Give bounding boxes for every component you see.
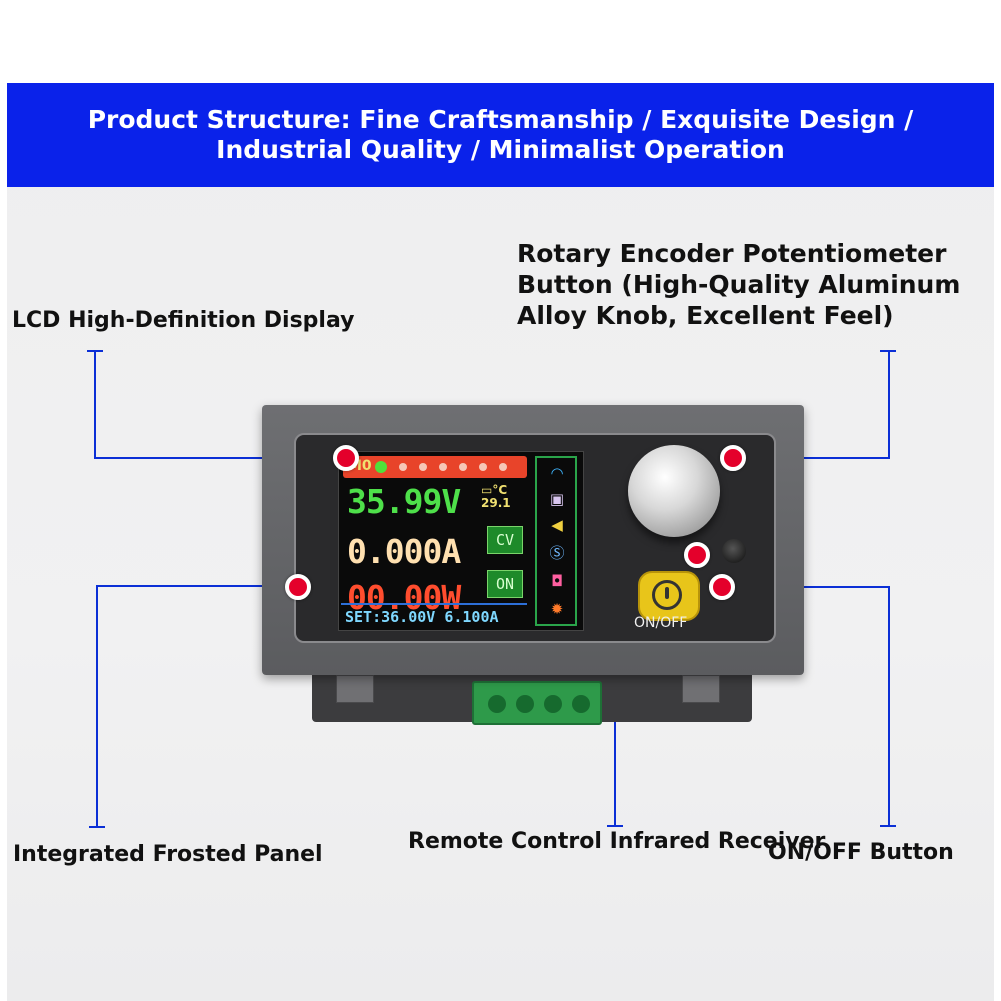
rotary-encoder-knob[interactable]	[628, 445, 720, 537]
temp-value: 29.1	[481, 496, 511, 510]
header-banner: Product Structure: Fine Craftsmanship / …	[7, 83, 994, 187]
callout-ir-receiver: Remote Control Infrared Receiver	[408, 829, 826, 854]
mounting-clip-left	[336, 675, 374, 703]
speaker-icon: ◀	[551, 516, 563, 534]
callout-frosted-panel: Integrated Frosted Panel	[13, 842, 323, 867]
mode-status-badge: CV	[487, 526, 523, 554]
temperature-readout: ▭°C 29.1	[481, 484, 511, 510]
power-readout: 00.00W	[347, 578, 461, 617]
leader-line-panel-horizontal	[96, 585, 296, 587]
marker-lcd	[333, 445, 359, 471]
terminal-screw-3	[544, 695, 562, 713]
user-icon: ▣	[549, 490, 565, 508]
terminal-screw-2	[516, 695, 534, 713]
callout-rotary-encoder: Rotary Encoder Potentiometer Button (Hig…	[517, 239, 961, 330]
leader-line-rotary-vertical	[888, 351, 890, 458]
ir-receiver	[722, 539, 746, 563]
lcd-status-bar: M0	[343, 456, 527, 478]
wifi-icon: ◠	[550, 464, 564, 482]
status-icon-column: ◠ ▣ ◀ Ⓢ ◘ ✹	[535, 456, 577, 626]
leader-line-onoff-vertical	[888, 586, 890, 826]
status-dot	[419, 463, 427, 471]
terminal-screw-1	[488, 695, 506, 713]
power-button-label: ON/OFF	[634, 615, 688, 631]
mounting-clip-right	[682, 675, 720, 703]
leader-line-lcd-horizontal	[94, 457, 346, 459]
setpoint-line: SET:36.00V 6.100A	[341, 603, 527, 627]
leader-line-panel-vertical	[96, 585, 98, 827]
leader-cap-ir	[607, 825, 623, 827]
status-dot	[459, 463, 467, 471]
terminal-block	[472, 681, 602, 725]
marker-ir	[684, 542, 710, 568]
output-status-badge: ON	[487, 570, 523, 598]
lcd-screen: M0 35.99V 0.000A 00.00W ▭°C 29.1 CV	[338, 451, 584, 631]
status-dot	[499, 463, 507, 471]
marker-rotary	[720, 445, 746, 471]
status-dot-active	[375, 461, 387, 473]
status-dot	[399, 463, 407, 471]
temp-unit: °C	[492, 483, 508, 497]
terminal-screw-4	[572, 695, 590, 713]
leader-cap-panel	[89, 826, 105, 828]
callout-on-off-button: ON/OFF Button	[768, 840, 954, 865]
s-icon: Ⓢ	[549, 544, 565, 562]
leader-line-lcd-vertical	[94, 351, 96, 458]
power-button[interactable]	[638, 571, 700, 621]
leader-line-rotary-horizontal	[733, 457, 890, 459]
power-icon	[652, 580, 682, 610]
marker-panel	[285, 574, 311, 600]
status-dot	[439, 463, 447, 471]
status-dot	[479, 463, 487, 471]
current-readout: 0.000A	[347, 532, 461, 571]
banner-title: Product Structure: Fine Craftsmanship / …	[87, 105, 914, 164]
marker-onoff	[709, 574, 735, 600]
leader-line-onoff-horizontal	[722, 586, 890, 588]
leader-cap-onoff	[880, 825, 896, 827]
sun-icon: ✹	[550, 600, 564, 618]
lock-icon: ◘	[551, 572, 563, 590]
voltage-readout: 35.99V	[347, 482, 461, 521]
thermometer-icon: ▭	[481, 483, 493, 497]
callout-lcd-display: LCD High-Definition Display	[12, 308, 355, 333]
